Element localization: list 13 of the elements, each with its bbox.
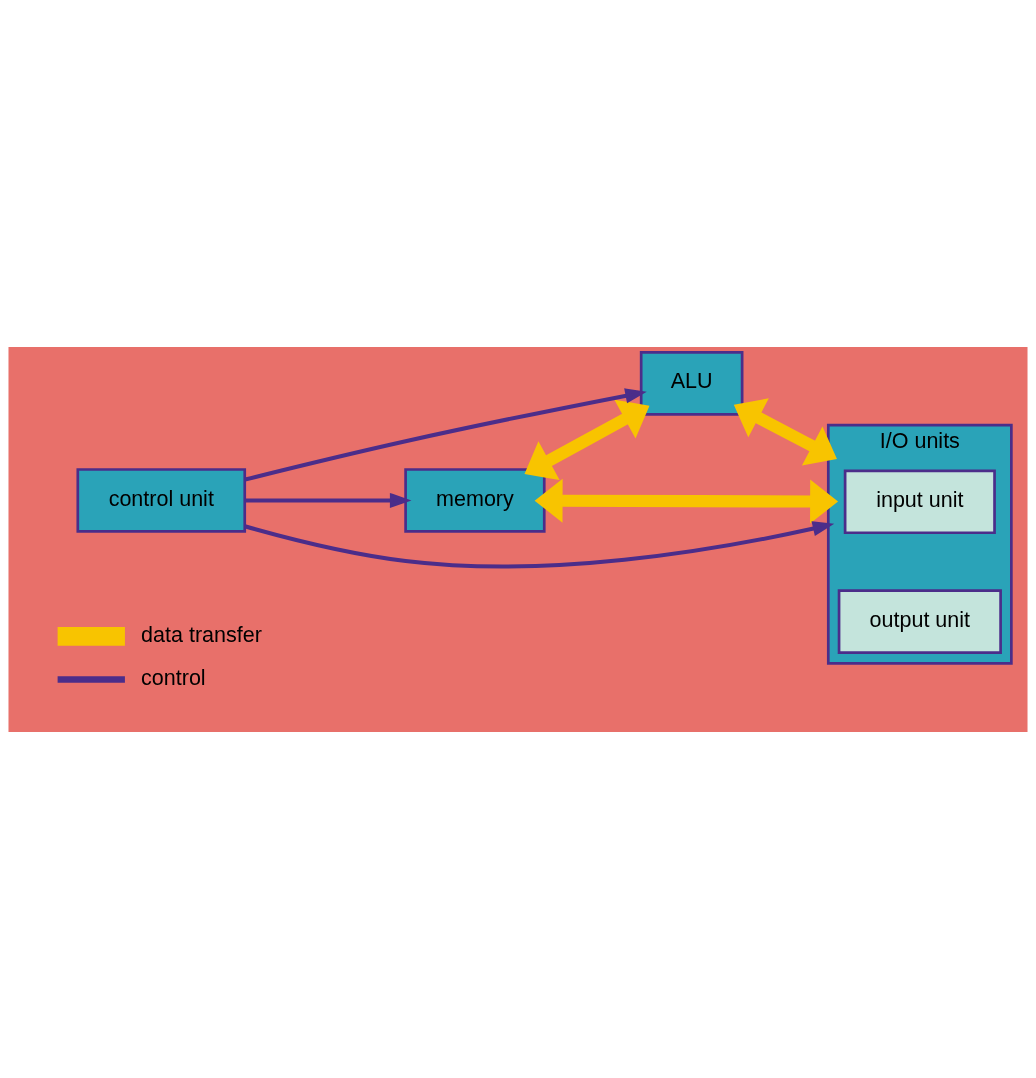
arrow	[524, 399, 650, 480]
arrow	[245, 492, 412, 508]
node-box: input unit	[843, 469, 996, 534]
arrow	[244, 387, 647, 481]
arrow	[534, 478, 839, 523]
node-box: memory	[404, 467, 546, 533]
node-box: output unit	[837, 588, 1002, 654]
legend-label: data transfer	[141, 622, 262, 647]
node-box: ALU	[639, 350, 744, 416]
arrow	[244, 520, 835, 568]
arrow	[733, 397, 837, 465]
legend-label: control	[141, 665, 206, 690]
node-box: control unit	[76, 467, 247, 533]
